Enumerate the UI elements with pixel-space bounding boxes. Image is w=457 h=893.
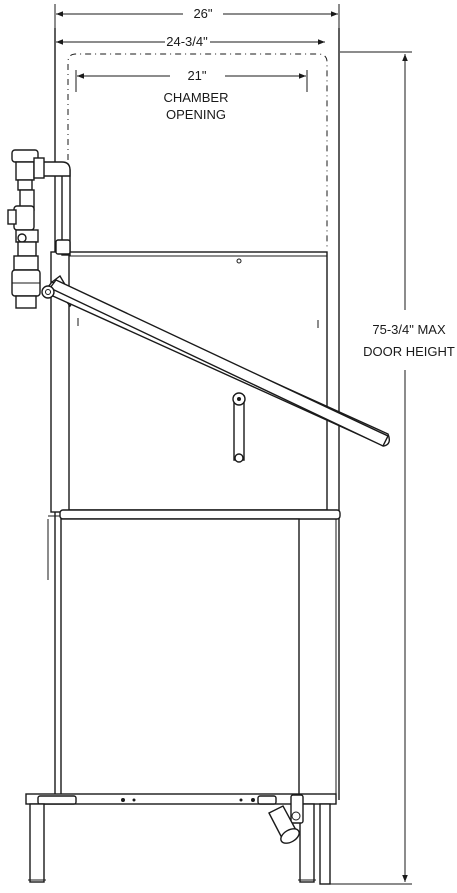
body-shelf <box>59 509 341 520</box>
inner-width-label: 24-3/4" <box>166 34 208 49</box>
leg-right-front <box>299 803 315 883</box>
hood-panel <box>66 251 328 511</box>
hood-raised-outline <box>67 53 328 250</box>
chamber-width-label: 21" <box>187 68 206 83</box>
hood-screw <box>236 258 242 264</box>
door-height-label-line1: 75-3/4" MAX <box>372 322 446 337</box>
leg-left <box>29 803 45 883</box>
chamber-label-line1: CHAMBER <box>163 90 228 105</box>
fill-plumbing-assembly <box>7 149 71 309</box>
chamber-width-dimension: 21" CHAMBER OPENING <box>75 68 308 122</box>
hood-lift-handle <box>41 274 391 447</box>
drain-strainer <box>268 794 304 844</box>
hood-lever-link <box>232 392 246 463</box>
chamber-label-line2: OPENING <box>166 107 226 122</box>
door-height-dimension: 75-3/4" MAX DOOR HEIGHT <box>322 51 455 885</box>
overall-width-dimension: 26" <box>54 4 340 30</box>
machine-body <box>25 28 341 885</box>
overall-width-label: 26" <box>193 6 212 21</box>
leg-right-rear <box>319 803 331 885</box>
door-height-label-line2: DOOR HEIGHT <box>363 344 455 359</box>
inner-width-dimension: 24-3/4" <box>56 34 325 49</box>
lower-cabinet <box>60 518 300 798</box>
